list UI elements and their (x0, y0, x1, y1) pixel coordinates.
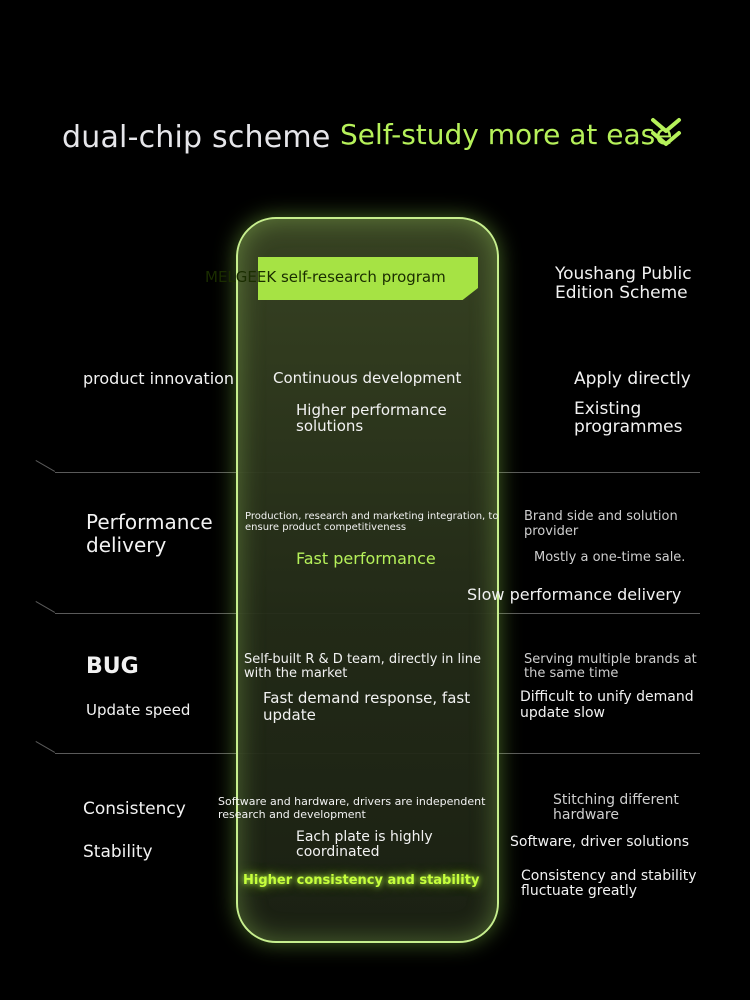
divider-tick (35, 460, 56, 472)
right-text: Slow performance delivery (467, 585, 682, 604)
center-text: Self-built R & D team, directly in line … (244, 652, 481, 681)
center-text: Fast demand response, fast update (263, 689, 471, 724)
right-title: Self-study more at ease (340, 118, 673, 151)
center-badge-label: MELGEEK self-research program (205, 268, 446, 286)
row-label: Consistency (83, 799, 186, 819)
center-text: Each plate is highly coordinated (296, 829, 433, 860)
divider-tick (35, 601, 56, 613)
center-text: Software and hardware, drivers are indep… (218, 795, 486, 821)
right-text: Brand side and solution provider (524, 509, 678, 539)
right-text: Existing programmes (574, 399, 683, 437)
right-column-heading: Youshang Public Edition Scheme (555, 264, 692, 303)
center-text: Production, research and marketing integ… (245, 511, 499, 533)
right-text: Software, driver solutions (510, 834, 689, 850)
right-text: Apply directly (574, 369, 691, 389)
row-label: BUG (86, 654, 139, 679)
row-sublabel: Update speed (86, 701, 191, 719)
left-title: dual-chip scheme (62, 120, 331, 155)
center-highlight-text: Fast performance (296, 549, 436, 568)
right-text: Stitching different hardware (553, 792, 679, 823)
row-label: product innovation (83, 369, 235, 388)
right-text: Consistency and stability fluctuate grea… (521, 868, 697, 899)
right-text: Difficult to unify demand update slow (520, 689, 694, 721)
highlight-panel (236, 217, 499, 943)
center-text: Higher performance solutions (296, 401, 447, 435)
row-label: Performance delivery (86, 510, 213, 557)
row-sublabel: Stability (83, 842, 153, 862)
center-highlight-text: Higher consistency and stability (243, 873, 480, 888)
center-text: Continuous development (273, 369, 462, 387)
divider-tick (35, 741, 56, 753)
right-text: Mostly a one-time sale. (534, 550, 686, 565)
center-badge (258, 257, 478, 300)
double-chevron-down-icon (651, 118, 681, 146)
right-text: Serving multiple brands at the same time (524, 652, 697, 681)
